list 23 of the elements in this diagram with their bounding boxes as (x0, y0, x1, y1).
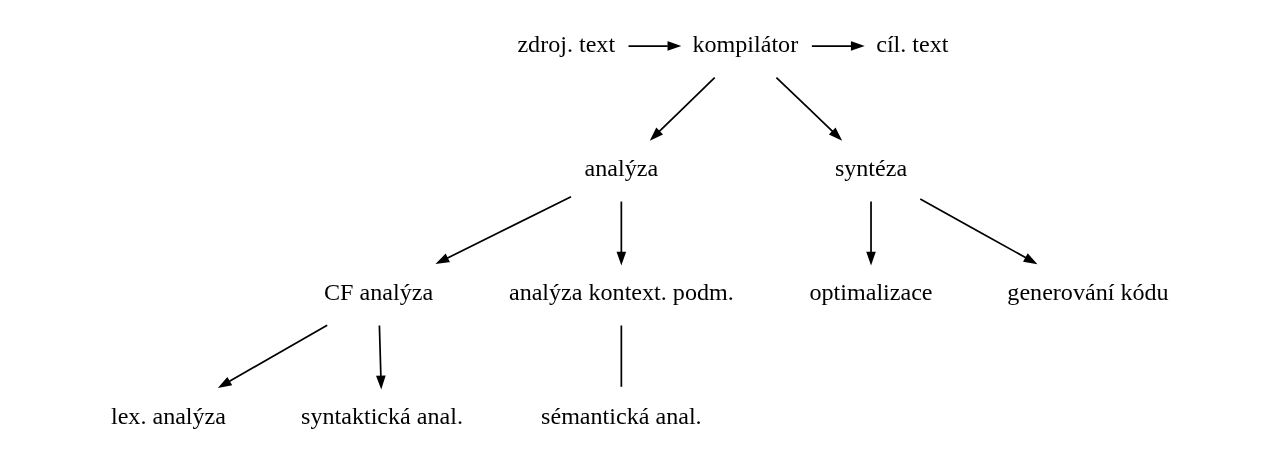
node-text: syntéza (834, 155, 907, 182)
node-text: sémantická anal. (540, 403, 702, 430)
arrow (616, 200, 626, 266)
arrow (649, 76, 716, 141)
node-text: zdroj. text (516, 31, 615, 58)
node-text: cíl. text (875, 31, 948, 58)
node-text: analýza (584, 155, 658, 182)
arrow (217, 324, 328, 388)
arrow (918, 198, 1037, 265)
node-text: CF analýza (323, 279, 433, 306)
arrow (775, 76, 842, 141)
arrow (810, 41, 865, 51)
node-text: generování kódu (1006, 279, 1169, 306)
arrow (627, 41, 681, 51)
node-text: optimalizace (808, 279, 933, 306)
arrow (375, 324, 386, 390)
node-text: syntaktická anal. (300, 403, 463, 430)
node-text: analýza kontext. podm. (508, 279, 734, 306)
node-text: lex. analýza (110, 403, 226, 430)
node-text: kompilátor (691, 31, 798, 58)
arrow (865, 200, 876, 266)
connector (620, 324, 622, 388)
arrow (434, 195, 572, 264)
